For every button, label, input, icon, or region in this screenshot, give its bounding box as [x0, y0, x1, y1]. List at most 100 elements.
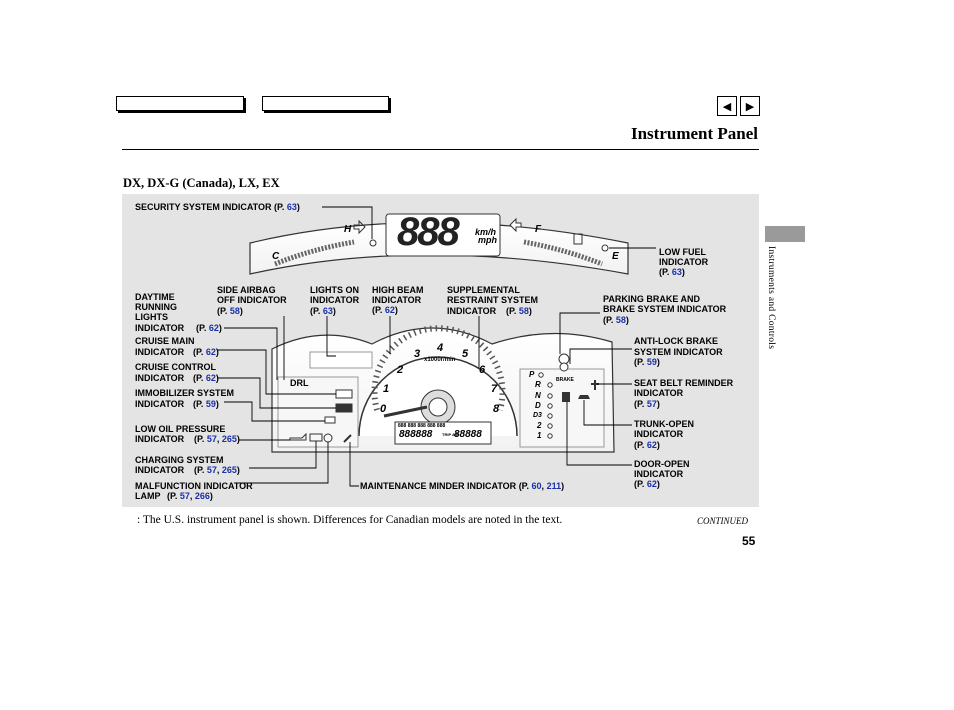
- tach-unit: x1000r/min: [424, 357, 456, 363]
- label-srs-line2: RESTRAINT SYSTEM: [447, 295, 539, 305]
- label-drl-line1: DAYTIME: [135, 292, 175, 302]
- label-charging-line1: CHARGING SYSTEM: [135, 455, 224, 465]
- gear-1: 1: [537, 431, 542, 440]
- label-srs-line3: INDICATOR: [447, 306, 497, 316]
- label-parking-line2: BRAKE SYSTEM INDICATOR: [603, 304, 727, 314]
- gear-dot-r: [547, 382, 553, 388]
- gear-dot-2: [547, 423, 553, 429]
- leader-maint: [349, 442, 359, 487]
- label-drl-ref: (P. 62): [196, 323, 222, 333]
- tach-5: 5: [462, 348, 469, 360]
- gear-dot-d3: [547, 413, 553, 419]
- security-indicator-lamp: [369, 239, 377, 247]
- leader-parking: [559, 312, 600, 354]
- label-door-ref: (P. 62): [634, 479, 660, 489]
- label-srs-ref: (P. 58): [506, 306, 532, 316]
- label-airbag-line2: OFF INDICATOR: [217, 295, 287, 305]
- continued-label: CONTINUED: [697, 516, 749, 526]
- odometer-top-digits: 888 888 888 888 888: [398, 423, 446, 429]
- label-trunk-line1: TRUNK-OPEN: [634, 419, 694, 429]
- label-drl-line3: LIGHTS: [135, 312, 168, 322]
- speed-unit-kmh: km/h: [475, 227, 497, 237]
- section-tab[interactable]: [765, 226, 805, 242]
- tach-8: 8: [493, 403, 500, 415]
- tach-0: 0: [380, 403, 387, 415]
- abs-lamp: [559, 362, 569, 372]
- nav-link-main-menu[interactable]: [116, 96, 244, 111]
- tach-7: 7: [491, 383, 498, 395]
- label-low-fuel-line1: LOW FUEL: [659, 247, 706, 257]
- label-cruise-main-line1: CRUISE MAIN: [135, 336, 195, 346]
- label-cruise-ctrl-ref: (P. 62): [193, 373, 219, 383]
- label-cruise-ctrl-line2: INDICATOR: [135, 373, 185, 383]
- gear-d3: D3: [533, 412, 542, 419]
- speed-digits: 888: [397, 210, 460, 254]
- leader-door: [566, 402, 632, 466]
- title-divider: [122, 149, 759, 150]
- odometer-display: [394, 421, 492, 445]
- leader-abs: [569, 348, 632, 364]
- tach-4: 4: [437, 342, 444, 354]
- leader-drl: [224, 327, 278, 380]
- label-lights-ref: (P. 63): [310, 306, 336, 316]
- door-open-icon: [562, 392, 570, 402]
- label-immobilizer-ref: (P. 59): [193, 399, 219, 409]
- gear-p: P: [529, 370, 535, 379]
- label-drl-line4: INDICATOR: [135, 323, 185, 333]
- label-high-beam-line1: HIGH BEAM: [372, 285, 424, 295]
- leader-cruise-ctrl: [217, 377, 336, 409]
- label-high-beam-ref: (P. 62): [372, 305, 398, 315]
- label-cruise-ctrl-line1: CRUISE CONTROL: [135, 362, 216, 372]
- next-page-button[interactable]: ▶: [740, 96, 760, 116]
- leader-lights: [326, 316, 336, 357]
- label-abs-line2: SYSTEM INDICATOR: [634, 347, 723, 357]
- trunk-open-icon: [578, 395, 590, 399]
- temp-cold-label: C: [272, 251, 280, 262]
- odometer-digits: 888888: [399, 429, 433, 440]
- prev-page-button[interactable]: ◀: [717, 96, 737, 116]
- top-indicator-strip: [309, 351, 373, 369]
- label-trunk-ref: (P. 62): [634, 440, 660, 450]
- label-oil-line2: INDICATOR: [135, 434, 185, 444]
- tach-2: 2: [397, 364, 404, 376]
- label-low-fuel-ref: (P. 63): [659, 267, 685, 277]
- turn-signal-right-icon: [509, 217, 522, 233]
- label-security: SECURITY SYSTEM INDICATOR (P. 63): [135, 202, 300, 212]
- gear-dot-p: [538, 372, 544, 378]
- label-oil-ref: (P. 57, 265): [194, 434, 240, 444]
- label-low-fuel-line2: INDICATOR: [659, 257, 709, 267]
- label-immobilizer-line2: INDICATOR: [135, 399, 185, 409]
- label-oil-line1: LOW OIL PRESSURE: [135, 424, 226, 434]
- leader-trunk: [583, 400, 632, 426]
- fuel-pump-icon: [573, 233, 583, 245]
- gear-dot-d: [547, 403, 553, 409]
- gear-dot-n: [547, 393, 553, 399]
- tachometer-needle: [383, 405, 428, 418]
- label-parking-ref: (P. 58): [603, 315, 629, 325]
- speed-display-box: [385, 213, 501, 257]
- label-door-line2: INDICATOR: [634, 469, 684, 479]
- brake-badge: BRAKE: [556, 377, 574, 383]
- label-mil-line1: MALFUNCTION INDICATOR: [135, 481, 253, 491]
- cruise-main-lamp: [335, 389, 353, 399]
- instrument-panel-figure: 888 km/h mph H C F E DRL BRAKE x1000r/mi…: [122, 194, 759, 507]
- tachometer-hub-inner: [428, 397, 448, 417]
- cruise-control-lamp: [335, 403, 353, 413]
- label-maintenance: MAINTENANCE MINDER INDICATOR (P. 60, 211…: [360, 481, 565, 491]
- trip-digits: 88888: [454, 429, 482, 440]
- label-drl-line2: RUNNING: [135, 302, 177, 312]
- label-abs-ref: (P. 59): [634, 357, 660, 367]
- gear-2: 2: [537, 421, 542, 430]
- fuel-empty-label: E: [612, 251, 619, 262]
- temp-hot-label: H: [344, 224, 352, 235]
- drl-badge: DRL: [290, 378, 309, 388]
- leader-cruise-main: [217, 349, 336, 395]
- tach-6: 6: [479, 364, 486, 376]
- label-parking-line1: PARKING BRAKE AND: [603, 294, 701, 304]
- turn-signal-left-icon: [353, 219, 366, 235]
- leader-charging: [249, 441, 317, 469]
- label-seatbelt-ref: (P. 57): [634, 399, 660, 409]
- low-fuel-indicator-lamp: [601, 244, 609, 252]
- label-charging-line2: INDICATOR: [135, 465, 185, 475]
- nav-link-table-of-contents[interactable]: [262, 96, 389, 111]
